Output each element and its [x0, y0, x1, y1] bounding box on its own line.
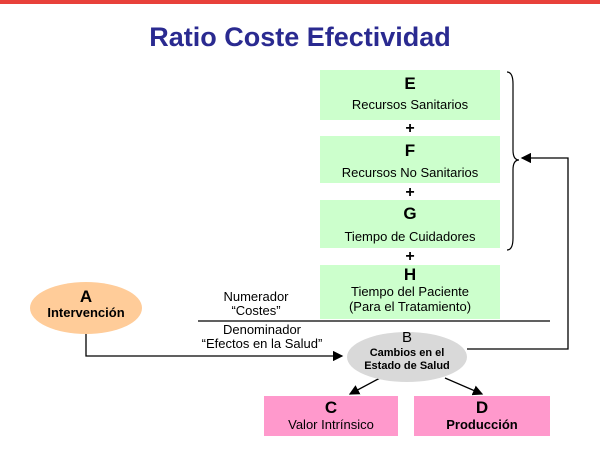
box-g-label: Tiempo de Cuidadores: [344, 229, 476, 244]
box-h-letter: H: [403, 265, 417, 284]
denominator-line1: Denominador: [222, 322, 302, 337]
box-g-tiempo-cuidadores: G Tiempo de Cuidadores: [320, 200, 500, 248]
box-e-recursos-sanitarios: E Recursos Sanitarios: [320, 70, 500, 120]
numerator-label: Numerador “Costes”: [200, 290, 312, 318]
box-h-label: Tiempo del Paciente (Para el Tratamiento…: [320, 284, 500, 314]
health-change-label: Cambios en el Estado de Salud: [347, 347, 467, 373]
box-e-letter: E: [404, 74, 416, 93]
box-e-label: Recursos Sanitarios: [351, 97, 469, 112]
intervention-letter: A: [79, 287, 93, 306]
box-c-label: Valor Intrínsico: [288, 417, 374, 432]
box-d-letter: D: [475, 398, 489, 417]
denominator-label: Denominador “Efectos en la Salud”: [180, 323, 344, 351]
health-change-line2: Estado de Salud: [364, 360, 450, 372]
box-f-label: Recursos No Sanitarios: [341, 165, 479, 180]
intervention-label: Intervención: [47, 305, 125, 320]
box-h-label-line1: Tiempo del Paciente: [350, 284, 470, 299]
plus-sign-2: +: [405, 184, 415, 201]
box-c-letter: C: [324, 398, 338, 417]
numerator-line2: “Costes”: [231, 303, 281, 318]
numerator-line1: Numerador: [223, 289, 289, 304]
health-change-letter: B: [401, 329, 412, 346]
intervention-ellipse: A Intervención: [30, 282, 142, 334]
health-change-ellipse: [347, 332, 467, 382]
box-h-tiempo-paciente: H: [320, 265, 500, 319]
box-f-recursos-no-sanitarios: F Recursos No Sanitarios: [320, 136, 500, 183]
box-d-label: Producción: [446, 417, 518, 432]
arrow-b-to-d: [444, 377, 484, 396]
intervention-arrow: [85, 334, 344, 362]
page-title: Ratio Coste Efectividad: [149, 22, 451, 52]
box-c-valor-intrinseco: C Valor Intrínsico: [264, 396, 398, 436]
denominator-line2: “Efectos en la Salud”: [201, 336, 323, 351]
box-g-letter: G: [403, 204, 417, 223]
arrow-b-to-c: [348, 377, 381, 395]
plus-sign-1: +: [405, 120, 415, 137]
plus-sign-3: +: [405, 248, 415, 265]
resources-brace: [506, 71, 520, 251]
health-change-line1: Cambios en el: [369, 347, 445, 359]
feedback-arrow: [467, 152, 569, 350]
top-accent-bar: [0, 0, 600, 4]
box-f-letter: F: [404, 141, 416, 160]
box-h-label-line2: (Para el Tratamiento): [348, 299, 472, 314]
box-d-produccion: D Producción: [414, 396, 550, 436]
